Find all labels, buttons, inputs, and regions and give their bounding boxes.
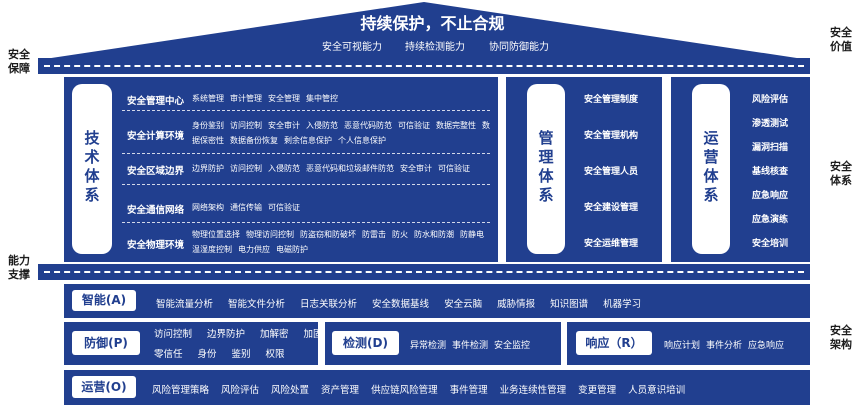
top-divider [38,58,810,74]
roof-sub-2: 持续检测能力 [405,42,465,53]
row-title-mgmt-center: 安全管理中心 [127,96,185,107]
row-items-network: 网络架构通信传输可信验证 [192,203,300,212]
mgmt-item: 安全建设管理 [584,203,639,213]
tech-system-panel [64,77,498,262]
operate-bar [64,370,810,405]
defense-label: 防御(P) [72,331,140,355]
ops-item: 渗透测试 [752,119,789,129]
respond-label: 响应（R） [576,331,652,355]
row-divider [122,153,490,154]
row-divider [122,110,490,111]
label-security-protect: 安全保障 [8,48,30,75]
mgmt-item: 安全管理制度 [584,95,639,105]
row-title-physical: 安全物理环境 [127,240,185,251]
ops-item: 应急演练 [752,215,789,225]
mgmt-item: 安全运维管理 [584,239,639,249]
detect-items: 异常检测事件检测安全监控 [410,341,531,351]
label-security-value: 安全价值 [830,26,852,53]
row-divider [122,222,490,223]
ops-item: 应急响应 [752,191,789,201]
defense-line-2: 零信任身份鉴别权限 [154,349,285,360]
tech-system-title: 技术体系 [72,84,112,254]
row-items-boundary: 边界防护访问控制入侵防范恶意代码和垃圾邮件防范安全审计可信验证 [192,164,470,173]
row-title-boundary: 安全区域边界 [127,166,185,177]
page-title: 持续保护，不止合规 [360,14,505,33]
row-items-mgmt-center: 系统管理审计管理安全管理集中管控 [192,94,338,103]
bottom-divider [38,264,810,280]
roof-sub-1: 安全可视能力 [322,42,382,53]
mgmt-system-title: 管理体系 [527,84,565,254]
row-items-physical: 物理位置选择物理访问控制防盗窃和防破坏防雷击防火防水和防潮防静电温湿度控制电力供… [192,230,484,254]
intel-bar [64,284,810,318]
row-title-compute: 安全计算环境 [127,131,185,142]
ops-item: 风险评估 [752,95,789,105]
ops-item: 漏洞扫描 [752,143,789,153]
ops-item: 安全培训 [752,239,789,249]
label-security-arch: 安全架构 [830,324,852,351]
row-divider [122,184,490,185]
mgmt-item: 安全管理机构 [584,131,639,141]
intel-items: 智能流量分析智能文件分析日志关联分析安全数据基线安全云脑威胁情报知识图谱机器学习 [156,299,642,310]
respond-items: 响应计划事件分析应急响应 [664,341,785,351]
detect-label: 检测(D) [332,331,399,355]
intel-label: 智能(A) [72,290,136,311]
operate-label: 运营(O) [72,376,136,398]
ops-system-title: 运营体系 [692,84,730,254]
roof-sub-3: 协同防御能力 [489,42,549,53]
row-items-compute: 身份鉴别访问控制安全审计入侵防范恶意代码防范可信验证数据完整性数据保密性数据备份… [192,121,490,145]
defense-line-1: 访问控制边界防护加解密加固 [154,329,323,340]
label-security-system: 安全体系 [830,160,852,187]
mgmt-item: 安全管理人员 [584,167,639,177]
roof-shape [38,2,810,60]
ops-item: 基线核查 [752,167,789,177]
row-title-network: 安全通信网络 [127,205,185,216]
label-capability-support: 能力支撑 [8,254,30,281]
operate-items: 风险管理策略风险评估风险处置资产管理供应链风险管理事件管理业务连续性管理变更管理… [152,385,686,396]
